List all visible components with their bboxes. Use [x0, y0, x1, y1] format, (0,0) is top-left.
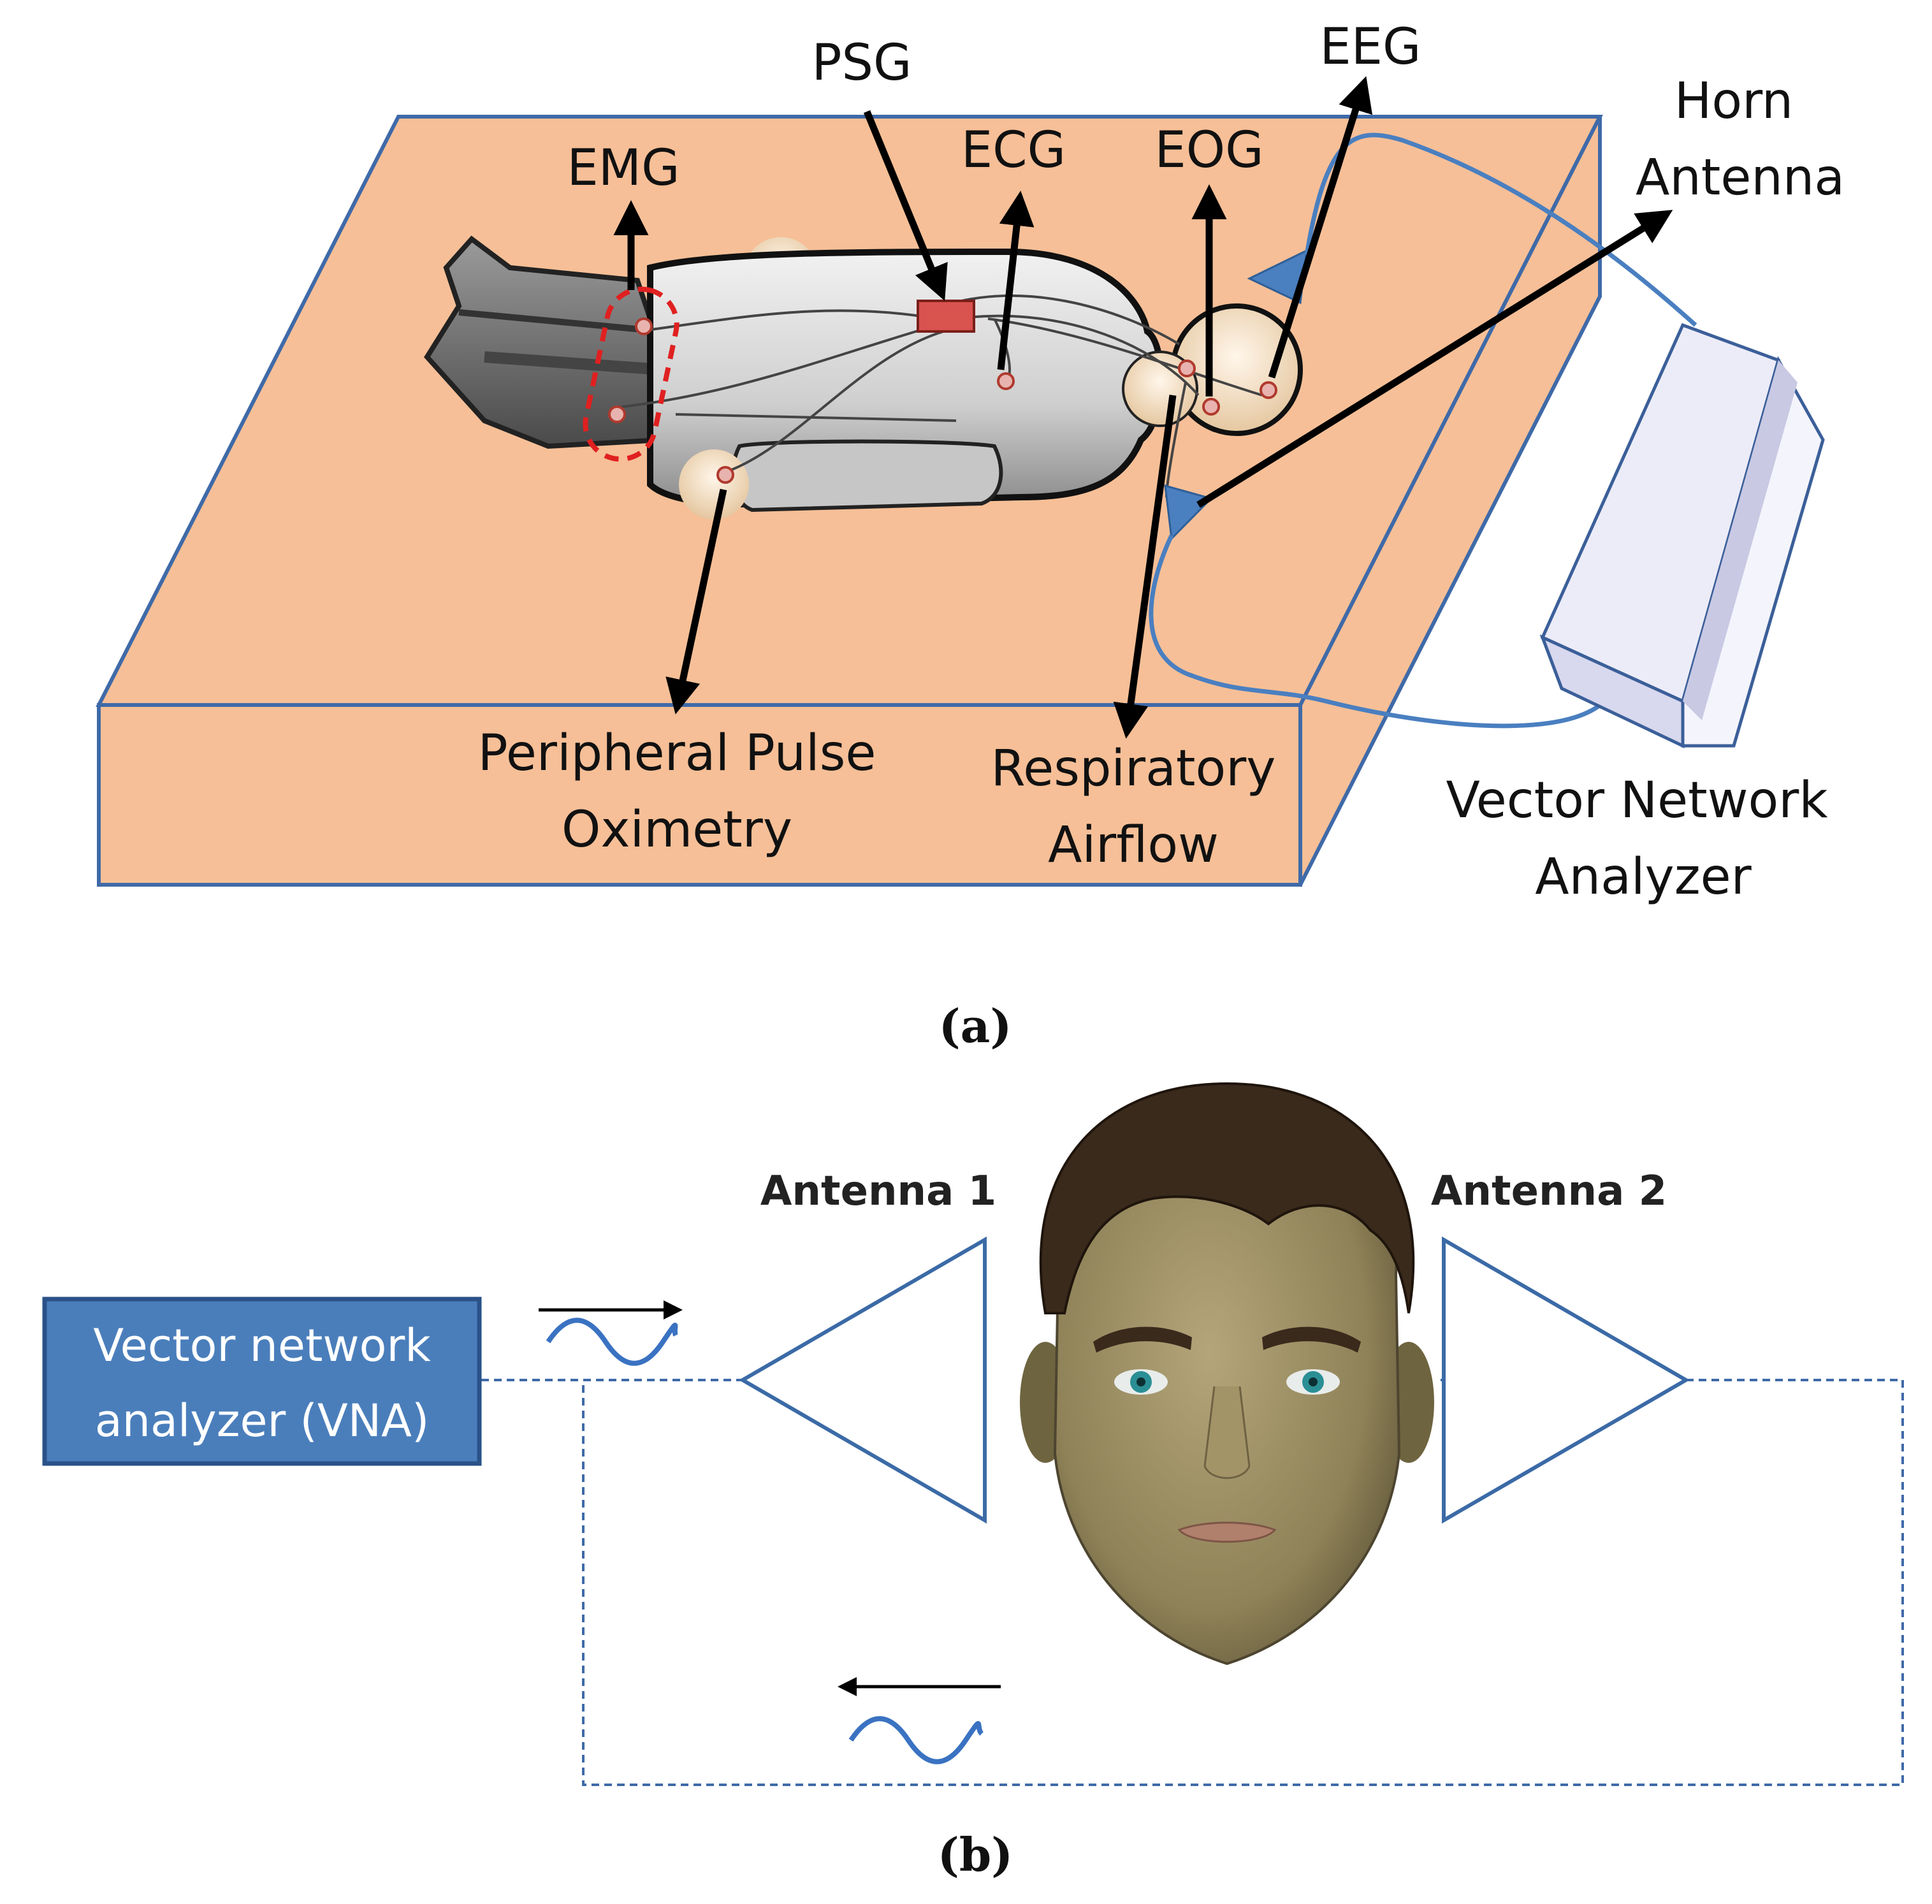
- arrow-psg: [863, 110, 948, 302]
- antenna-1-label: Antenna 1: [760, 1168, 996, 1215]
- hair: [1039, 1082, 1415, 1314]
- label-emg: EMG: [567, 140, 679, 197]
- eyebrow-right: [1262, 1326, 1361, 1353]
- arrow-eeg: [1268, 76, 1373, 379]
- receive-wave: [848, 1716, 984, 1764]
- emg-region-highlight: [583, 286, 679, 462]
- vna-device: [1539, 323, 1825, 748]
- vna-box: [42, 1297, 482, 1466]
- patient-leg-divider: [458, 309, 664, 335]
- electrode-eeg: [1260, 381, 1277, 399]
- eyebrow-left: [1093, 1326, 1192, 1353]
- psg-device: [917, 300, 975, 333]
- label-eog: EOG: [1154, 122, 1263, 179]
- antenna-1-icon: [739, 1236, 987, 1524]
- caption-a: (a): [939, 999, 1012, 1053]
- human-head: [1020, 1082, 1434, 1666]
- patient-arm: [730, 439, 1003, 512]
- panel-b: Vector network analyzer (VNA) Antenna 1 …: [42, 1082, 1904, 1882]
- arrow-resp: [1113, 395, 1177, 739]
- electrodes: [608, 317, 1277, 484]
- vna-box-label-2: analyzer (VNA): [95, 1395, 430, 1447]
- arrows-a: [613, 76, 1673, 739]
- electrode-resp: [1178, 360, 1196, 377]
- electrode-emg-bottom: [608, 405, 626, 423]
- caption-b: (b): [938, 1828, 1013, 1882]
- label-pulse-2: Oximetry: [562, 801, 792, 859]
- electrode-pulse: [716, 466, 734, 484]
- antenna-2-label: Antenna 2: [1431, 1168, 1667, 1215]
- panel-a: PSG EEG EMG ECG EOG Horn Antenna Periphe…: [96, 18, 1845, 1053]
- electrode-ecg: [997, 372, 1015, 390]
- antenna-2-icon: [1442, 1236, 1690, 1524]
- transmit-wave: [546, 1318, 678, 1366]
- label-horn-antenna-1: Horn: [1674, 73, 1794, 130]
- label-vna-1: Vector Network: [1446, 772, 1827, 829]
- mouth: [1177, 1522, 1277, 1543]
- label-resp-2: Airflow: [1048, 817, 1219, 874]
- arrow-pulse: [665, 488, 727, 715]
- label-vna-2: Analyzer: [1535, 848, 1752, 906]
- arrow-ecg: [997, 191, 1035, 370]
- label-pulse-1: Peripheral Pulse: [478, 725, 876, 782]
- antenna-cables: [1149, 133, 1697, 729]
- label-ecg: ECG: [961, 122, 1066, 179]
- electrode-emg-top: [635, 317, 653, 335]
- electrode-eog: [1202, 398, 1220, 416]
- patient-legs: [424, 235, 665, 449]
- patient-hand: [679, 449, 749, 520]
- label-resp-1: Respiratory: [991, 740, 1276, 797]
- label-psg: PSG: [812, 34, 912, 92]
- vna-box-label-1: Vector network: [93, 1319, 431, 1372]
- nose: [1203, 1386, 1251, 1479]
- patient-figure: [424, 235, 1303, 520]
- label-horn-antenna-2: Antenna: [1636, 149, 1845, 207]
- label-eeg: EEG: [1319, 18, 1421, 76]
- bed-side: [1298, 115, 1602, 886]
- horn-antenna-bottom-icon: [1164, 484, 1213, 541]
- arrow-horn: [1196, 210, 1673, 508]
